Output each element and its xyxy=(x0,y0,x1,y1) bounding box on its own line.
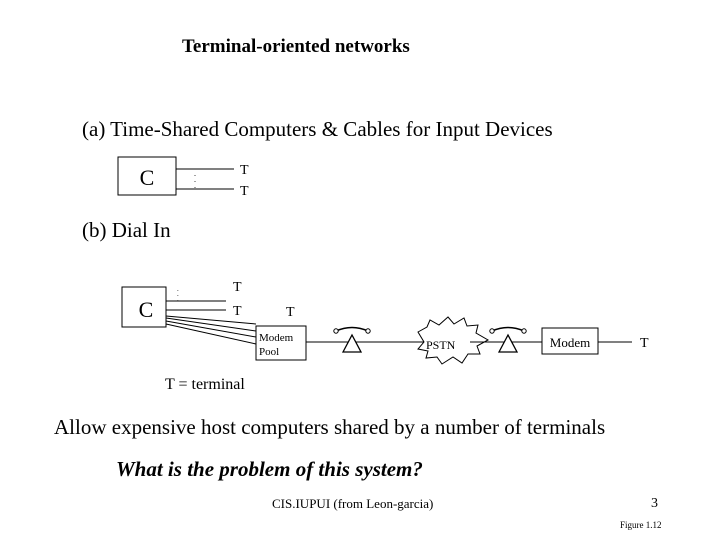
telephone-icon xyxy=(489,326,527,353)
figure-label: Figure 1.12 xyxy=(620,520,662,530)
cable-b5 xyxy=(165,320,257,338)
terminal-label-b2: T xyxy=(233,304,242,319)
ellipsis-a: . xyxy=(194,169,196,178)
cable-b6 xyxy=(165,323,257,345)
modem-pool-label-line2: Pool xyxy=(259,346,279,358)
modem-pool-label-line1: Modem xyxy=(259,332,294,344)
page-title: Terminal-oriented networks xyxy=(182,36,410,57)
page-number: 3 xyxy=(651,496,658,511)
ellipsis-b: . xyxy=(177,295,179,303)
question-text: What is the problem of this system? xyxy=(116,457,423,481)
computer-box-a xyxy=(117,156,177,196)
terminal-label-b1: T xyxy=(233,280,242,295)
pstn-label: PSTN xyxy=(426,338,456,352)
computer-label-a: C xyxy=(140,165,155,190)
ellipsis-b: . xyxy=(177,285,179,293)
section-a-heading: (a) Time-Shared Computers & Cables for I… xyxy=(82,117,553,141)
diagram-b: C . . . T T T Modem Pool PSTN xyxy=(121,280,649,365)
telephone-icon xyxy=(333,326,371,353)
diagram-a: C . . . T T xyxy=(117,156,249,199)
cable-b4 xyxy=(165,317,257,332)
ellipsis-a: . xyxy=(194,181,196,190)
ellipsis-b: . xyxy=(177,290,179,298)
cable-b3 xyxy=(165,315,257,325)
section-b-heading: (b) Dial In xyxy=(82,218,171,242)
computer-box-b xyxy=(121,286,167,328)
ellipsis-a: . xyxy=(194,175,196,184)
statement-text: Allow expensive host computers shared by… xyxy=(54,415,606,439)
modem-box xyxy=(541,327,599,355)
modem-pool-box xyxy=(255,325,307,361)
remote-terminal-label: T xyxy=(640,336,649,351)
terminal-label-a2: T xyxy=(240,184,249,199)
pstn-cloud xyxy=(417,316,490,365)
footer-source: CIS.IUPUI (from Leon-garcia) xyxy=(272,496,434,511)
terminal-label-b3: T xyxy=(286,305,295,320)
modem-label: Modem xyxy=(550,335,590,350)
computer-label-b: C xyxy=(139,297,154,322)
terminal-label-a1: T xyxy=(240,163,249,178)
legend-text: T = terminal xyxy=(165,376,245,393)
